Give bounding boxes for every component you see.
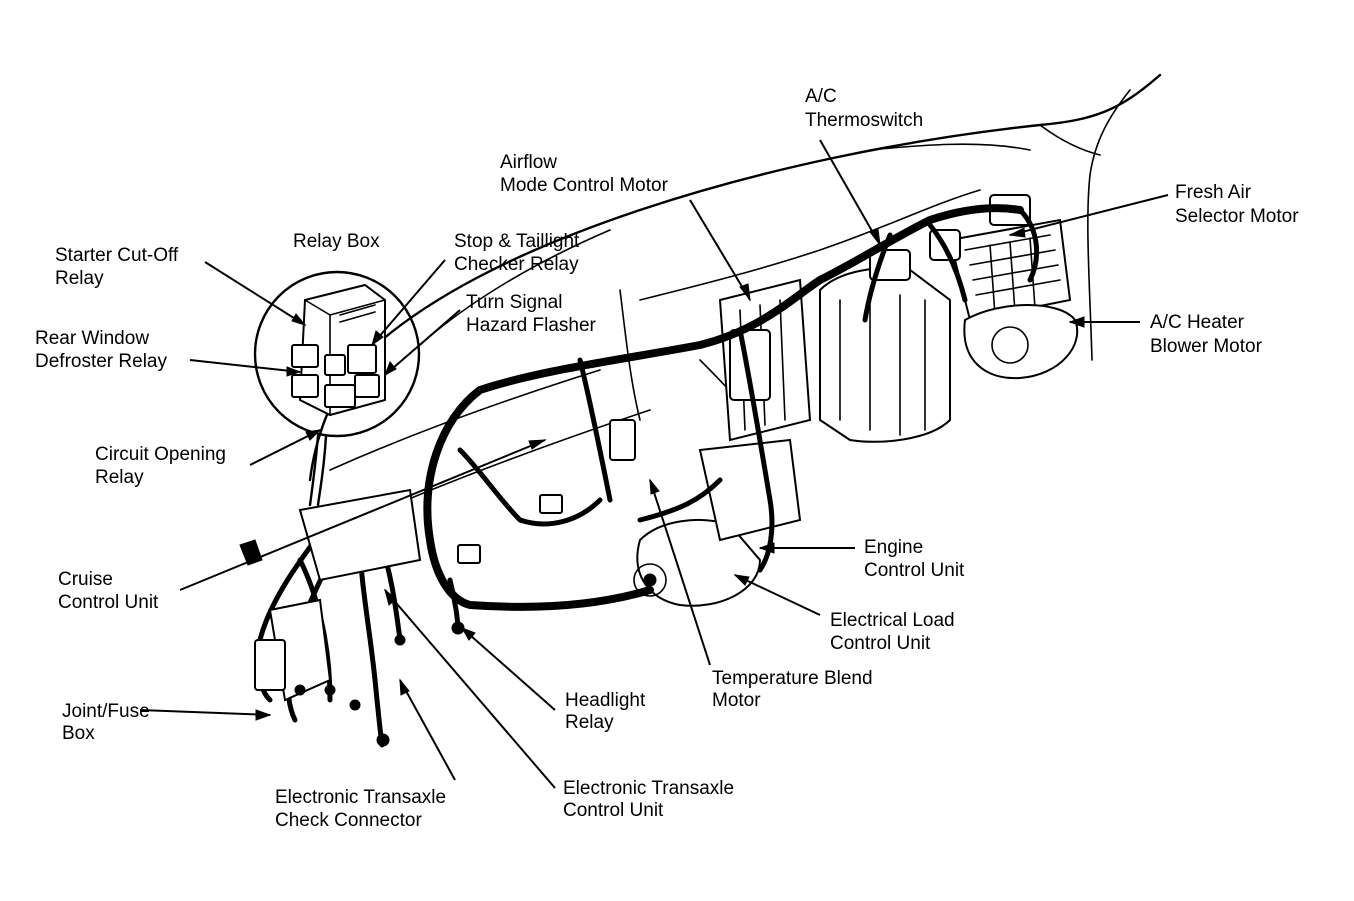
label-turn-signal-hazard-flasher: Turn Signal Hazard Flasher bbox=[466, 292, 597, 336]
label-relay-box: Relay Box bbox=[293, 231, 380, 252]
label-engine-control-unit: Engine Control Unit bbox=[864, 537, 965, 581]
label-temperature-blend-motor: Temperature Blend Motor bbox=[712, 668, 878, 711]
label-electrical-load-control-unit: Electrical Load Control Unit bbox=[830, 610, 960, 654]
label-electronic-transaxle-check-connector: Electronic Transaxle Check Connector bbox=[275, 787, 451, 831]
label-joint-fuse-box: Joint/Fuse Box bbox=[62, 701, 155, 744]
junction-block bbox=[239, 488, 563, 747]
relay-box-inset bbox=[253, 270, 421, 507]
hvac-unit bbox=[609, 194, 1079, 607]
label-circuit-opening-relay: Circuit Opening Relay bbox=[95, 444, 231, 488]
label-fresh-air-selector-motor: Fresh Air Selector Motor bbox=[1175, 182, 1299, 227]
labels: A/C Thermoswitch Airflow Mode Control Mo… bbox=[35, 86, 1299, 831]
leader-lines bbox=[139, 139, 1169, 789]
label-rear-window-defroster-relay: Rear Window Defroster Relay bbox=[35, 328, 167, 372]
label-cruise-control-unit: Cruise Control Unit bbox=[58, 569, 159, 613]
label-airflow-mode-control-motor: Airflow Mode Control Motor bbox=[500, 152, 669, 196]
label-stop-taillight-checker-relay: Stop & Taillight Checker Relay bbox=[454, 231, 585, 275]
arrowheads bbox=[255, 227, 1085, 721]
label-headlight-relay: Headlight Relay bbox=[565, 690, 651, 733]
label-ac-heater-blower-motor: A/C Heater Blower Motor bbox=[1150, 312, 1263, 357]
main-harness bbox=[255, 204, 1040, 748]
label-starter-cutoff-relay: Starter Cut-Off Relay bbox=[55, 245, 183, 289]
label-electronic-transaxle-control-unit: Electronic Transaxle Control Unit bbox=[563, 778, 739, 821]
label-ac-thermoswitch: A/C Thermoswitch bbox=[805, 86, 923, 131]
